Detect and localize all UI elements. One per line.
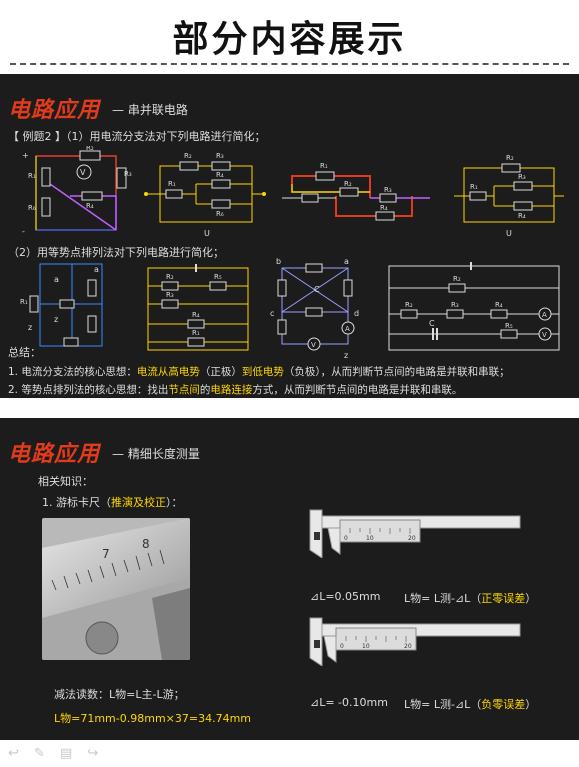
formula-positive-error: L物= L测-⊿L（正零误差） xyxy=(404,592,537,605)
example-text: （1）用电流分支法对下列电路进行简化； xyxy=(66,130,266,143)
caliper-diagram-positive: 10 20 0 xyxy=(300,506,522,559)
svg-text:R₁: R₁ xyxy=(28,172,36,180)
svg-text:U: U xyxy=(204,229,210,238)
svg-text:R₂: R₂ xyxy=(344,180,352,188)
page-header: 部分内容展示 xyxy=(0,0,579,72)
svg-text:C: C xyxy=(314,285,320,294)
formula-negative-error: L物= L测-⊿L（负零误差） xyxy=(404,698,537,711)
delta-l-positive: ⊿L=0.05mm xyxy=(310,590,381,603)
svg-text:z: z xyxy=(344,351,348,360)
subtract-reading: 减法读数：L物=L主-L游； xyxy=(54,688,185,701)
part2-line: （2）用等势点排列法对下列电路进行简化； xyxy=(8,246,224,259)
circuit-simplified-1: R₂ R₃ R₁ R₄ R₆ U xyxy=(140,146,270,238)
svg-text:10: 10 xyxy=(362,643,370,650)
svg-text:A: A xyxy=(345,325,350,333)
svg-text:R₂: R₂ xyxy=(166,273,174,281)
svg-text:R₁: R₁ xyxy=(470,183,478,191)
svg-text:+: + xyxy=(22,151,29,160)
slide1-brand: 电路应用 xyxy=(8,97,101,123)
svg-text:R₁: R₁ xyxy=(20,298,28,306)
menu-icon[interactable]: ▤ xyxy=(60,746,73,761)
svg-text:R₃: R₃ xyxy=(166,291,174,299)
svg-text:10: 10 xyxy=(366,535,374,542)
summary-line-2: 2. 等势点排列法的核心思想：找出节点间的电路连接方式，从而判断节点间的电路是并… xyxy=(8,384,463,396)
svg-text:0: 0 xyxy=(344,535,348,542)
svg-text:R₂: R₂ xyxy=(405,301,413,309)
svg-text:c: c xyxy=(270,309,274,318)
svg-text:0: 0 xyxy=(340,643,344,650)
svg-text:R₆: R₆ xyxy=(28,204,36,212)
circuit-simplified-2: R₂ R₁ R₃ R₄ U xyxy=(450,146,568,238)
svg-text:R₁: R₁ xyxy=(320,162,328,170)
circuit-original-2: R₁ R₂ R₃ R₄ xyxy=(280,156,435,226)
svg-text:R₁: R₁ xyxy=(192,329,200,337)
caliper-item: 1. 游标卡尺（推演及校正）： xyxy=(42,496,183,509)
circuit-equipotential-2: A V C b a c d z xyxy=(268,258,368,360)
svg-text:R₃: R₃ xyxy=(518,173,526,181)
svg-text:R₂: R₂ xyxy=(86,146,94,152)
forward-icon[interactable]: ↪ xyxy=(87,746,99,761)
svg-text:R₆: R₆ xyxy=(216,210,224,218)
svg-text:-: - xyxy=(22,227,25,236)
example-line: 【 例题2 】（1）用电流分支法对下列电路进行简化； xyxy=(8,128,266,144)
svg-text:R₁: R₁ xyxy=(168,180,176,188)
svg-text:R₄: R₄ xyxy=(192,311,200,319)
slide2-brand: 电路应用 xyxy=(8,441,101,467)
slide-length-measurement: 电路应用 — 精细长度测量 相关知识： 1. 游标卡尺（推演及校正）： 7 xyxy=(0,418,579,740)
slide1-subtitle: — 串并联电路 xyxy=(112,103,188,117)
svg-text:R₄: R₄ xyxy=(495,301,503,309)
svg-text:z: z xyxy=(28,323,32,332)
svg-text:R₄: R₄ xyxy=(216,171,224,179)
svg-text:R₂: R₂ xyxy=(184,152,192,160)
header-divider xyxy=(10,63,569,65)
summary-line-1: 1. 电流分支法的核心思想：电流从高电势（正极）到低电势（负极），从而判断节点间… xyxy=(8,366,510,378)
circuit-original-1: V R₂ R₃ R₁ R₆ R₄ + - xyxy=(20,146,138,238)
svg-text:R₄: R₄ xyxy=(86,202,94,210)
svg-text:R₃: R₃ xyxy=(216,152,224,160)
svg-text:V: V xyxy=(542,331,547,339)
page-title: 部分内容展示 xyxy=(172,19,407,60)
svg-text:R₄: R₄ xyxy=(380,204,388,212)
summary-label: 总结： xyxy=(8,346,41,359)
svg-text:R₃: R₃ xyxy=(124,170,132,178)
svg-text:a: a xyxy=(54,275,59,284)
svg-text:20: 20 xyxy=(408,535,416,542)
svg-text:R₃: R₃ xyxy=(451,301,459,309)
reading-result: L物=71mm-0.98mm×37=34.74mm xyxy=(54,712,252,725)
caliper-diagram-negative: 10 20 0 xyxy=(300,614,522,667)
svg-text:a: a xyxy=(344,258,349,266)
svg-text:d: d xyxy=(354,309,359,318)
svg-text:a: a xyxy=(94,265,99,274)
svg-text:7: 7 xyxy=(102,547,110,561)
svg-text:C: C xyxy=(429,319,435,328)
circuit-equipotential-1-simplified: R₂ R₅ R₃ R₄ R₁ xyxy=(142,264,254,354)
knowledge-label: 相关知识： xyxy=(38,475,93,488)
svg-text:20: 20 xyxy=(404,643,412,650)
caliper-photo: 7 8 xyxy=(42,518,190,660)
svg-text:R₂: R₂ xyxy=(453,275,461,283)
svg-text:R₅: R₅ xyxy=(214,273,222,281)
slide-nav: ↩ ✎ ▤ ↪ xyxy=(8,742,138,761)
delta-l-negative: ⊿L= -0.10mm xyxy=(310,696,388,709)
svg-text:R₅: R₅ xyxy=(505,322,513,330)
svg-text:U: U xyxy=(506,229,512,238)
svg-text:z: z xyxy=(54,315,58,324)
svg-text:b: b xyxy=(276,258,281,266)
svg-text:R₂: R₂ xyxy=(506,154,514,162)
voltmeter-label: V xyxy=(80,168,86,177)
svg-text:A: A xyxy=(542,311,547,319)
pen-icon[interactable]: ✎ xyxy=(34,746,45,761)
example-tag: 【 例题2 】 xyxy=(8,130,66,143)
back-icon[interactable]: ↩ xyxy=(8,746,19,761)
svg-text:R₄: R₄ xyxy=(518,212,526,220)
slide-series-parallel: 电路应用 — 串并联电路 【 例题2 】（1）用电流分支法对下列电路进行简化； … xyxy=(0,74,579,398)
circuit-equipotential-1: a a z z R₁ xyxy=(18,260,118,352)
svg-text:V: V xyxy=(311,341,316,349)
slide2-subtitle: — 精细长度测量 xyxy=(112,447,200,461)
svg-text:8: 8 xyxy=(142,537,150,551)
circuit-equipotential-2-simplified: A V R₂ R₂ R₃ R₄ R₅ C xyxy=(385,260,567,356)
svg-text:R₃: R₃ xyxy=(384,186,392,194)
